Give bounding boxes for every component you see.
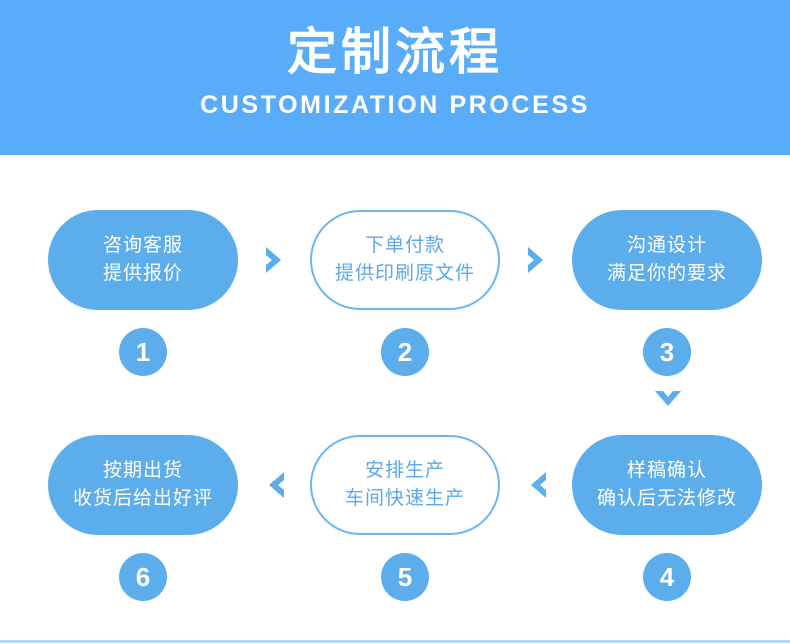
page-title: 定制流程 <box>287 24 503 80</box>
step-2-line-2: 提供印刷原文件 <box>334 263 475 284</box>
process-step-3[interactable]: 沟通设计 满足你的要求 3 <box>572 210 762 376</box>
process-step-6[interactable]: 按期出货 收货后给出好评 6 <box>48 435 238 601</box>
chevron-right-icon <box>258 243 292 277</box>
step-card-3[interactable]: 沟通设计 满足你的要求 <box>572 210 762 310</box>
process-flow: 咨询客服 提供报价 1 下单付款 提供印刷原文件 2 沟通设计 满足你的要求 3… <box>0 155 790 640</box>
chevron-down-icon <box>651 383 685 417</box>
process-step-2[interactable]: 下单付款 提供印刷原文件 2 <box>310 210 500 376</box>
step-number-6: 6 <box>119 553 167 601</box>
process-step-5[interactable]: 安排生产 车间快速生产 5 <box>310 435 500 601</box>
step-card-4[interactable]: 样稿确认 确认后无法修改 <box>572 435 762 535</box>
step-4-line-2: 确认后无法修改 <box>596 488 737 509</box>
chevron-left-icon <box>258 468 292 502</box>
step-6-line-1: 按期出货 <box>102 460 183 481</box>
step-3-line-2: 满足你的要求 <box>606 263 727 284</box>
step-6-line-2: 收货后给出好评 <box>72 488 213 509</box>
header-banner: 定制流程 CUSTOMIZATION PROCESS <box>0 0 790 155</box>
step-4-line-1: 样稿确认 <box>626 460 707 481</box>
step-5-line-2: 车间快速生产 <box>344 488 465 509</box>
step-number-4: 4 <box>643 553 691 601</box>
step-number-2: 2 <box>381 328 429 376</box>
page-subtitle: CUSTOMIZATION PROCESS <box>200 91 590 119</box>
step-2-line-1: 下单付款 <box>364 235 445 256</box>
process-step-4[interactable]: 样稿确认 确认后无法修改 4 <box>572 435 762 601</box>
step-5-line-1: 安排生产 <box>364 460 445 481</box>
step-card-5[interactable]: 安排生产 车间快速生产 <box>310 435 500 535</box>
chevron-right-icon <box>520 243 554 277</box>
step-card-1[interactable]: 咨询客服 提供报价 <box>48 210 238 310</box>
chevron-left-icon <box>520 468 554 502</box>
step-1-line-2: 提供报价 <box>102 263 183 284</box>
step-3-line-1: 沟通设计 <box>626 235 707 256</box>
step-number-3: 3 <box>643 328 691 376</box>
step-number-5: 5 <box>381 553 429 601</box>
step-card-6[interactable]: 按期出货 收货后给出好评 <box>48 435 238 535</box>
step-card-2[interactable]: 下单付款 提供印刷原文件 <box>310 210 500 310</box>
step-1-line-1: 咨询客服 <box>102 235 183 256</box>
step-number-1: 1 <box>119 328 167 376</box>
process-step-1[interactable]: 咨询客服 提供报价 1 <box>48 210 238 376</box>
bottom-divider <box>0 640 790 643</box>
